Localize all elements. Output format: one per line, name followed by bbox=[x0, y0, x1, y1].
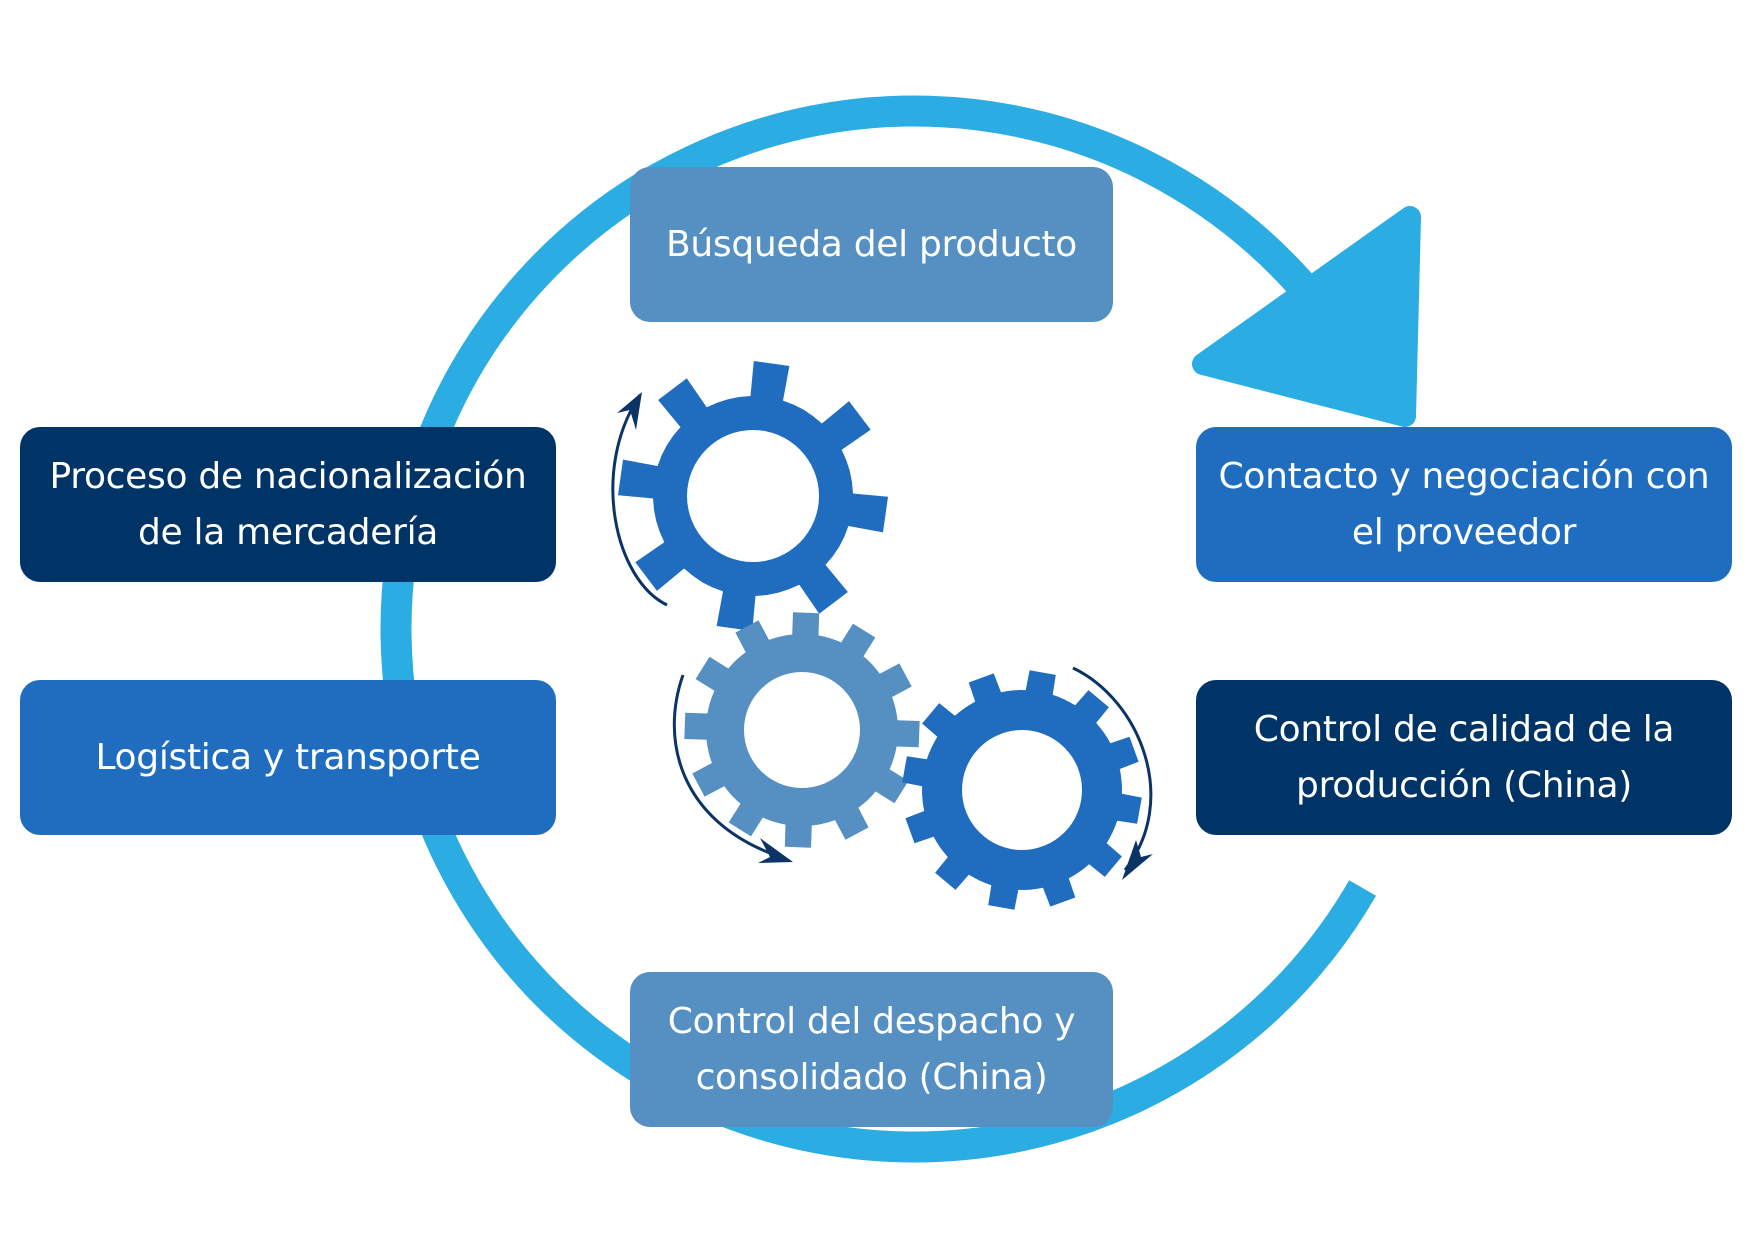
gear-icon-right bbox=[902, 670, 1142, 910]
rotation-arrow-icon-right bbox=[1072, 666, 1153, 880]
gear-shape bbox=[684, 612, 920, 848]
gear-icon-top bbox=[618, 361, 888, 631]
step-box-logistica-y-transporte: Logística y transporte bbox=[20, 680, 556, 835]
step-label: Logística y transporte bbox=[95, 736, 481, 778]
step-label: Control del despacho y consolidado (Chin… bbox=[667, 1000, 1076, 1098]
cycle-ring bbox=[380, 95, 1377, 1163]
gear-shape bbox=[618, 361, 888, 631]
step-label: Búsqueda del producto bbox=[665, 223, 1078, 265]
step-box-busqueda-del-producto: Búsqueda del producto bbox=[630, 167, 1113, 322]
step-label: Proceso de nacionalización de la mercade… bbox=[49, 455, 527, 553]
gear-shape bbox=[902, 670, 1142, 910]
rotation-arrow-icon-middle bbox=[672, 674, 793, 863]
step-label: Control de calidad de la producción (Chi… bbox=[1253, 708, 1675, 806]
gear-icon-middle bbox=[684, 612, 920, 848]
step-label: Contacto y negociación con el proveedor bbox=[1218, 455, 1710, 553]
step-box-control-del-despacho: Control del despacho y consolidado (Chin… bbox=[630, 972, 1113, 1127]
step-box-proceso-de-nacionalizacion: Proceso de nacionalización de la mercade… bbox=[20, 427, 556, 582]
step-box-control-de-calidad: Control de calidad de la producción (Chi… bbox=[1196, 680, 1732, 835]
cycle-arrowhead-icon bbox=[1192, 206, 1421, 427]
step-box-contacto-y-negociacion: Contacto y negociación con el proveedor bbox=[1196, 427, 1732, 582]
rotation-arrow-icon-top bbox=[611, 392, 668, 607]
